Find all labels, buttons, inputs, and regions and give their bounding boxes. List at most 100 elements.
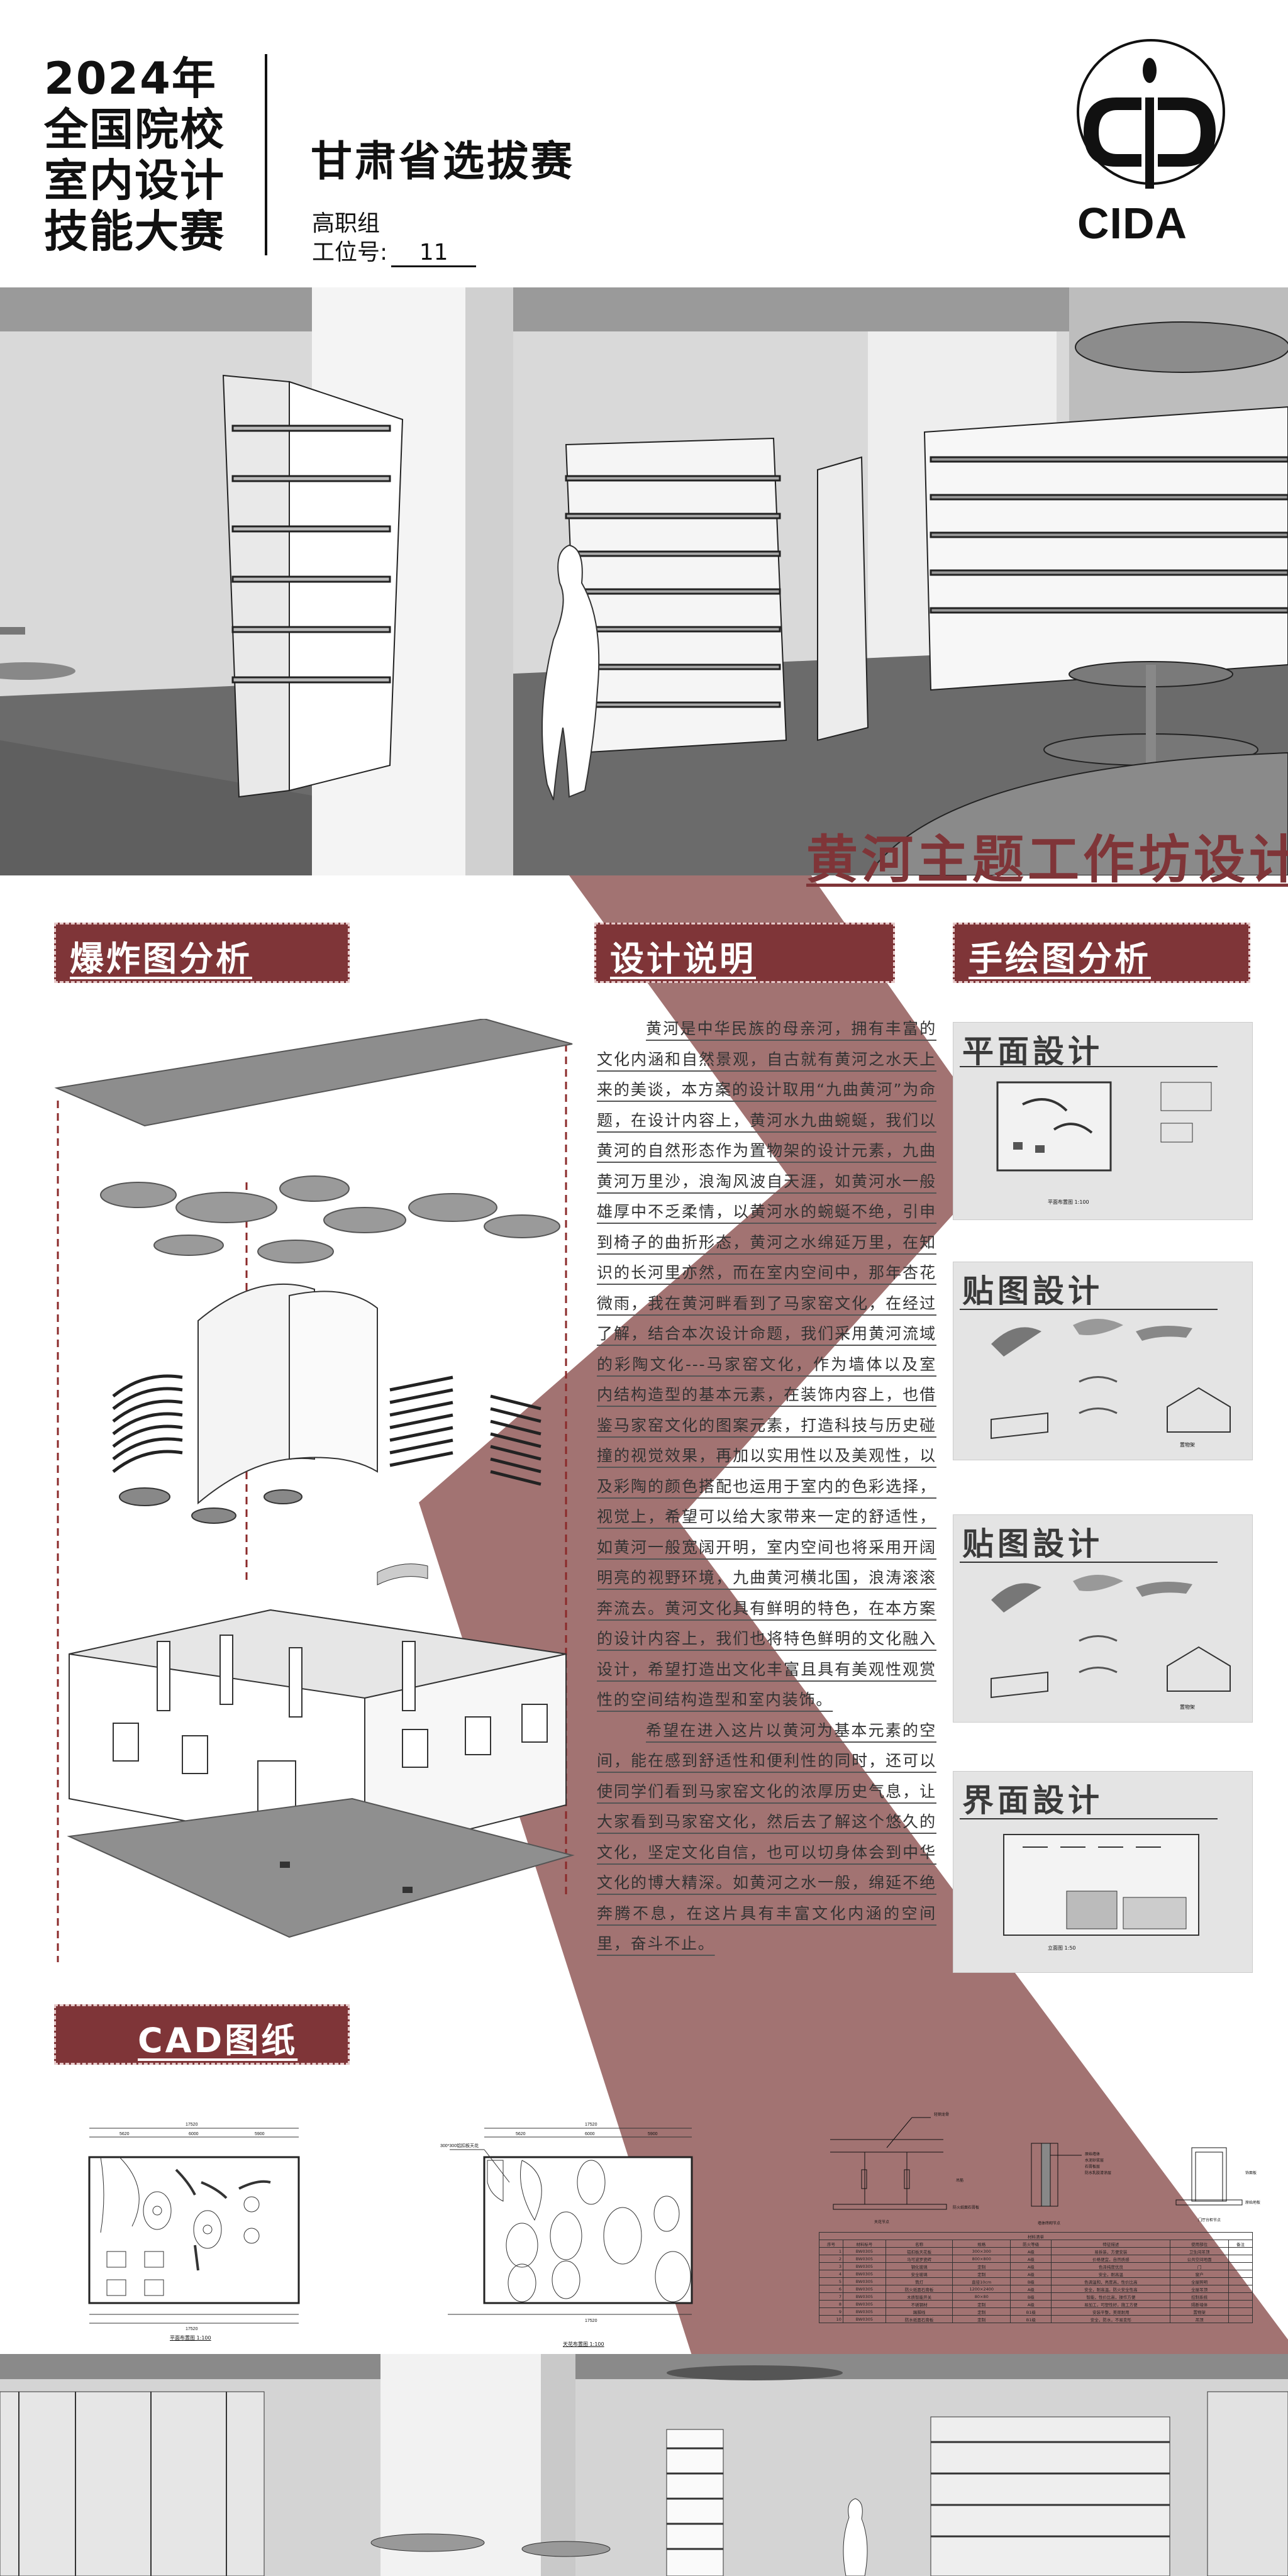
description-paragraph: 黄河是中华民族的母亲河，拥有丰富的文化内涵和自然景观，自古就有黄河之水天上来的美… [597, 1019, 936, 1709]
floor-slab [67, 1797, 575, 1938]
table-cell: 易加工，可塑性好，施工方便 [1051, 2300, 1171, 2308]
table-cell: BW0305 [842, 2247, 886, 2255]
sketch-elevation: 界面設计 立面图 1:50 [953, 1771, 1253, 1973]
curved-wall [197, 1283, 315, 1505]
plan-caption: 天花布置图 1:100 [563, 2341, 604, 2347]
person-silhouette [843, 2498, 868, 2576]
svg-text:5900: 5900 [648, 2132, 658, 2136]
dim-overall-width: 17520 [186, 2123, 198, 2127]
table-cell: 窗户 [1170, 2270, 1229, 2278]
table-cell: 卫生间吊顶 [1170, 2247, 1229, 2255]
table-cell: A级 [1010, 2270, 1052, 2278]
table-header-row: 序号材料标号名称规格防火等级特征描述使用部位备注 [819, 2240, 1253, 2248]
project-title: 黄河主题工作坊设计 [806, 830, 1288, 890]
table-cell [1228, 2277, 1253, 2285]
table-cell: BW0305 [842, 2300, 886, 2308]
table-cell: 800×800 [952, 2255, 1011, 2263]
table-cell [1228, 2262, 1253, 2270]
table-cell: 智能，性价比高，操作方便 [1051, 2292, 1171, 2301]
svg-text:17520: 17520 [186, 2327, 198, 2331]
table-cell: A级 [1010, 2255, 1052, 2263]
station-value: 11 [391, 240, 477, 267]
table-cell [1228, 2307, 1253, 2316]
col-header: 序号 [819, 2240, 843, 2248]
title-line: 室内设计 [44, 155, 225, 206]
table-cell: 1200×2400 [952, 2285, 1011, 2293]
table-cell: A级 [1010, 2247, 1052, 2255]
sketch-caption: 立面图 1:50 [1048, 1945, 1076, 1951]
section-header-description: 设计说明 [594, 923, 895, 983]
table-cell: 300×300 [952, 2247, 1011, 2255]
svg-text:5900: 5900 [255, 2132, 265, 2136]
table-cell: 定制 [952, 2262, 1011, 2270]
col-header: 备注 [1228, 2240, 1253, 2248]
table-cell: 4 [819, 2270, 843, 2278]
sketch-caption: 置物架 [1180, 1704, 1195, 1710]
table-cell: 全屋吊顶 [1170, 2285, 1229, 2293]
table-cell: 6 [819, 2285, 843, 2293]
person-silhouette [541, 544, 600, 801]
sketch-floor-plan: 平面設计 平面布置图 1:100 [953, 1022, 1253, 1220]
table-cell [1228, 2255, 1253, 2263]
table-cell: 安全，防水，不易变形 [1051, 2315, 1171, 2323]
col-header: 材料标号 [842, 2240, 886, 2248]
station-label: 工位号: [312, 240, 388, 265]
table-cell: BW0305 [842, 2307, 886, 2316]
table-title: 材料清单 [819, 2232, 1253, 2240]
logo-text: CIDA [1077, 199, 1188, 248]
table-cell: 定制 [952, 2270, 1011, 2278]
competition-title: 2024年 全国院校 室内设计 技能大赛 [44, 53, 245, 257]
header-divider [265, 54, 267, 255]
detail-caption: 墙体砖砌节点 [1038, 2221, 1061, 2226]
table-cell: A级 [1010, 2300, 1052, 2308]
table-cell: B1级 [1010, 2315, 1052, 2323]
table-cell: BW0305 [842, 2292, 886, 2301]
sketch-caption: 置物架 [1180, 1442, 1195, 1448]
table-cell: 公共空间地面 [1170, 2255, 1229, 2263]
table-cell: B1级 [1010, 2307, 1052, 2316]
svg-text:6000: 6000 [189, 2132, 199, 2136]
group-label: 高职组 [312, 211, 380, 236]
svg-text:17520: 17520 [585, 2123, 597, 2127]
ceiling-slab [54, 1019, 573, 1127]
detail-label: 饰面板 [1245, 2171, 1257, 2175]
exploded-axonometric-diagram [54, 1019, 575, 1962]
table-cell: 筒灯 [885, 2277, 953, 2285]
table-cell: 木质智能开关 [885, 2292, 953, 2301]
detail-drawings [830, 2117, 1243, 2210]
station-number: 工位号:11 [312, 234, 477, 267]
title-line: 技能大赛 [44, 206, 225, 257]
sketch-drawing [960, 1066, 1218, 1172]
table-cell: 安全，耐高温，防火安全性高 [1051, 2285, 1171, 2293]
sketch-title: 贴图設计 [962, 1272, 1103, 1309]
svg-text:300*300铝扣板天花: 300*300铝扣板天花 [440, 2143, 479, 2148]
wave-shelves [112, 1374, 541, 1486]
table-cell: 马可波罗瓷砖 [885, 2255, 953, 2263]
table-cell: 9 [819, 2307, 843, 2316]
ceiling-clouds [100, 1175, 560, 1263]
detail-label: 防火纸面石膏板 [953, 2206, 980, 2210]
section-title: 爆炸图分析 [70, 939, 252, 979]
section-title: CAD图纸 [138, 2021, 298, 2060]
cad-detail-nodes: 轻钢龙骨 吊筋 防火纸面石膏板 天花节点 原始墙体 水泥砂浆层 石膏板层 防水乳… [818, 2101, 1260, 2226]
table-cell [1228, 2315, 1253, 2323]
title-line: 全国院校 [44, 104, 225, 155]
detail-label: 水泥砂浆层 [1085, 2158, 1104, 2163]
table-cell [1228, 2285, 1253, 2293]
svg-text:5620: 5620 [119, 2132, 130, 2136]
table-cell [1228, 2247, 1253, 2255]
col-header: 名称 [885, 2240, 953, 2248]
section-title: 手绘图分析 [969, 939, 1151, 979]
design-description: 黄河是中华民族的母亲河，拥有丰富的文化内涵和自然景观，自古就有黄河之水天上来的美… [597, 1014, 936, 1960]
sketch-texture-design-2: 贴图設计 置物架 [953, 1514, 1253, 1723]
table-cell: 钢化玻璃 [885, 2262, 953, 2270]
detail-caption: 门厅台柜节点 [1198, 2218, 1221, 2223]
sketch-title: 平面設计 [962, 1033, 1103, 1070]
